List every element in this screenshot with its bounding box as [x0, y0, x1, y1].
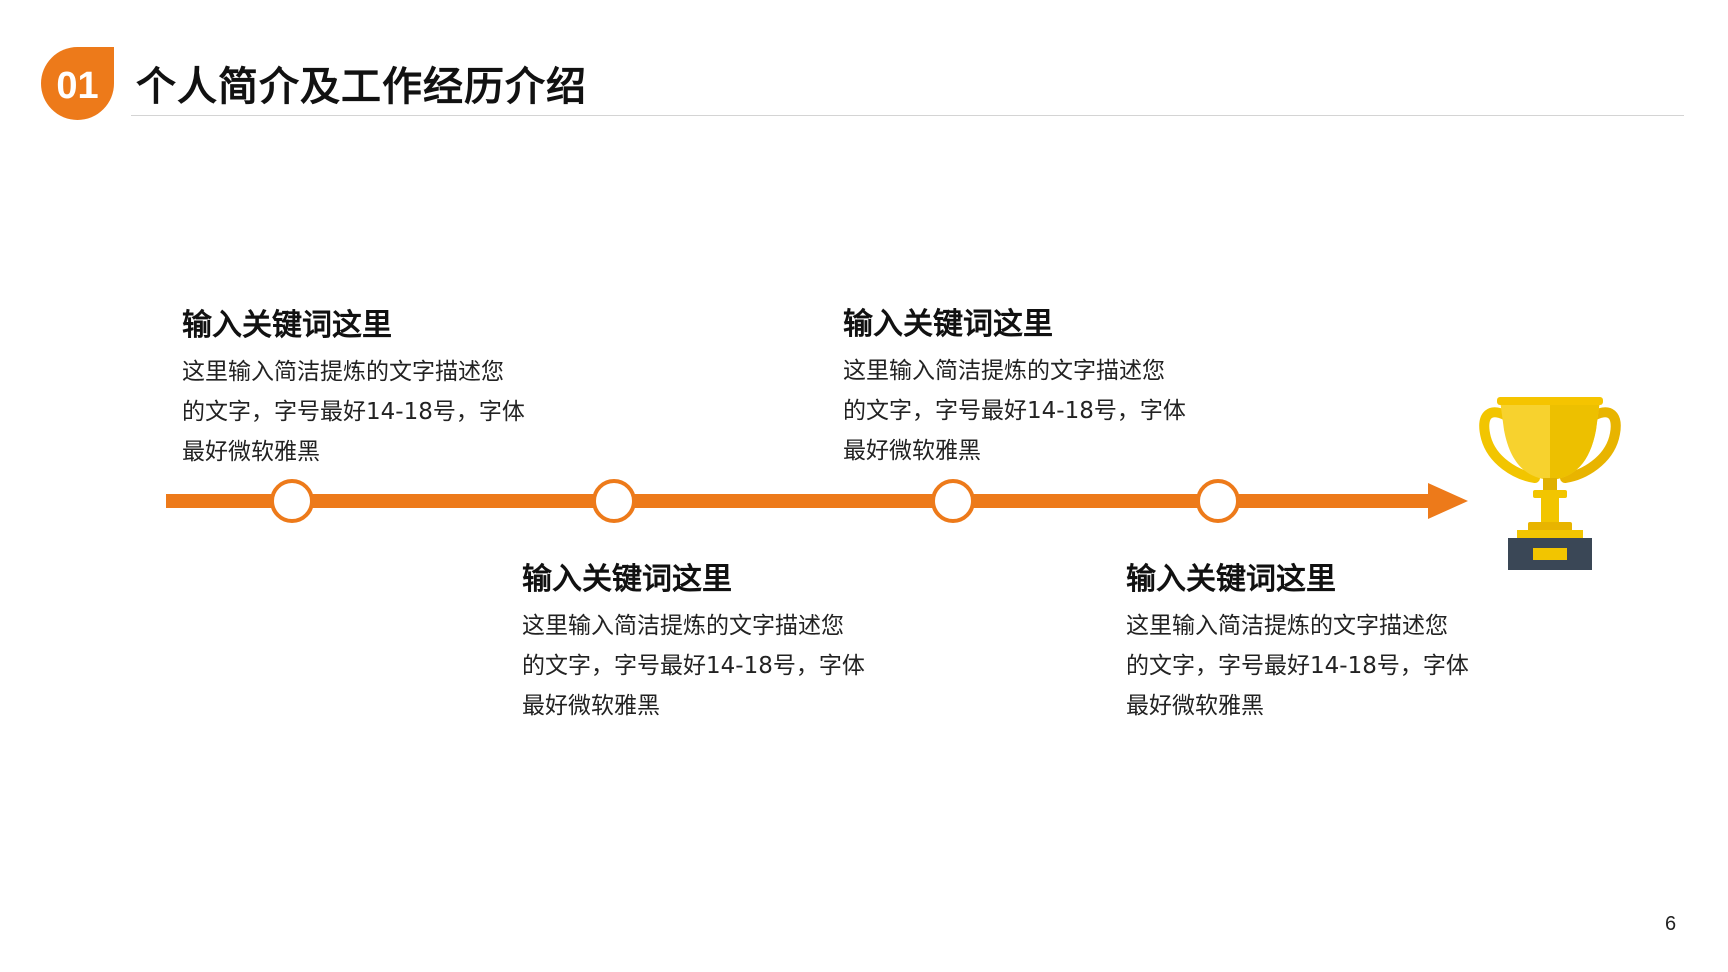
milestone-1: [270, 479, 314, 523]
block-description: 这里输入简洁提炼的文字描述您 的文字，字号最好14-18号，字体 最好微软雅黑: [522, 606, 922, 726]
section-number-badge: 01: [41, 47, 114, 120]
section-number: 01: [56, 65, 99, 107]
timeline-bar: [166, 494, 1436, 508]
description-line: 最好微软雅黑: [522, 693, 660, 719]
description-line: 最好微软雅黑: [182, 439, 320, 465]
description-line: 最好微软雅黑: [1126, 693, 1264, 719]
block-title: 输入关键词这里: [1126, 562, 1336, 597]
block-title: 输入关键词这里: [182, 308, 392, 343]
timeline-block-1: 输入关键词这里 这里输入简洁提炼的文字描述您 的文字，字号最好14-18号，字体…: [182, 306, 582, 472]
description-line: 这里输入简洁提炼的文字描述您: [843, 358, 1165, 384]
block-description: 这里输入简洁提炼的文字描述您 的文字，字号最好14-18号，字体 最好微软雅黑: [1126, 606, 1526, 726]
milestone-2: [592, 479, 636, 523]
description-line: 这里输入简洁提炼的文字描述您: [182, 359, 504, 385]
timeline-block-4: 输入关键词这里 这里输入简洁提炼的文字描述您 的文字，字号最好14-18号，字体…: [1126, 560, 1526, 726]
description-line: 的文字，字号最好14-18号，字体: [522, 653, 865, 679]
block-title: 输入关键词这里: [843, 307, 1053, 342]
description-line: 最好微软雅黑: [843, 438, 981, 464]
milestone-4: [1196, 479, 1240, 523]
block-title: 输入关键词这里: [522, 562, 732, 597]
milestone-3: [931, 479, 975, 523]
title-divider: [131, 115, 1684, 116]
description-line: 这里输入简洁提炼的文字描述您: [1126, 613, 1448, 639]
description-line: 这里输入简洁提炼的文字描述您: [522, 613, 844, 639]
timeline-arrowhead: [1428, 483, 1468, 519]
description-line: 的文字，字号最好14-18号，字体: [1126, 653, 1469, 679]
block-description: 这里输入简洁提炼的文字描述您 的文字，字号最好14-18号，字体 最好微软雅黑: [182, 352, 582, 472]
timeline-block-3: 输入关键词这里 这里输入简洁提炼的文字描述您 的文字，字号最好14-18号，字体…: [843, 305, 1243, 471]
description-line: 的文字，字号最好14-18号，字体: [843, 398, 1186, 424]
timeline-block-2: 输入关键词这里 这里输入简洁提炼的文字描述您 的文字，字号最好14-18号，字体…: [522, 560, 922, 726]
description-line: 的文字，字号最好14-18号，字体: [182, 399, 525, 425]
page-title: 个人简介及工作经历介绍: [136, 64, 587, 110]
trophy-icon: [1479, 397, 1621, 570]
block-description: 这里输入简洁提炼的文字描述您 的文字，字号最好14-18号，字体 最好微软雅黑: [843, 351, 1243, 471]
page-number: 6: [1665, 913, 1677, 935]
